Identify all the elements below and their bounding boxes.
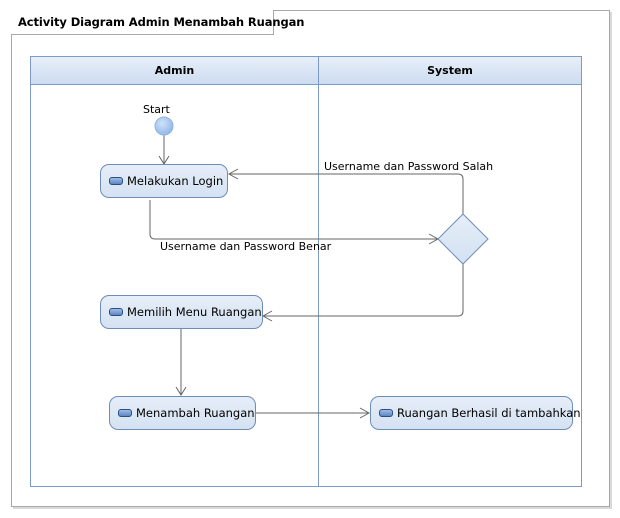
activity-memilih-menu-ruangan[interactable]: Memilih Menu Ruangan	[100, 295, 263, 329]
edge-decision-menu	[263, 264, 464, 317]
edge-login-decision	[149, 200, 438, 240]
start-node[interactable]	[154, 116, 174, 136]
arrowheads	[158, 155, 440, 419]
decision-node[interactable]	[437, 213, 489, 265]
edges	[149, 135, 464, 414]
diagram-tab[interactable]: Activity Diagram Admin Menambah Ruangan	[11, 10, 304, 35]
activity-icon	[109, 177, 123, 185]
activity-ruangan-berhasil[interactable]: Ruangan Berhasil di tambahkan	[370, 396, 581, 430]
activity-label: Memilih Menu Ruangan	[127, 305, 262, 319]
activity-icon	[109, 308, 123, 316]
edge-label-benar: Username dan Password Benar	[160, 240, 332, 253]
swimlane-container	[30, 56, 582, 487]
edge-label-salah: Username dan Password Salah	[324, 160, 494, 173]
start-label: Start	[143, 103, 170, 116]
lane-header-admin: Admin	[154, 64, 195, 77]
lane-header-system: System	[427, 64, 473, 77]
activity-menambah-ruangan[interactable]: Menambah Ruangan	[109, 396, 256, 430]
edge-decision-login	[229, 173, 464, 214]
activity-icon	[379, 409, 393, 417]
diagram-title: Activity Diagram Admin Menambah Ruangan	[18, 15, 305, 29]
activity-icon	[118, 409, 132, 417]
activity-label: Melakukan Login	[127, 174, 224, 188]
activity-melakukan-login[interactable]: Melakukan Login	[100, 164, 228, 198]
activity-label: Menambah Ruangan	[136, 406, 255, 420]
activity-label: Ruangan Berhasil di tambahkan	[397, 406, 581, 420]
